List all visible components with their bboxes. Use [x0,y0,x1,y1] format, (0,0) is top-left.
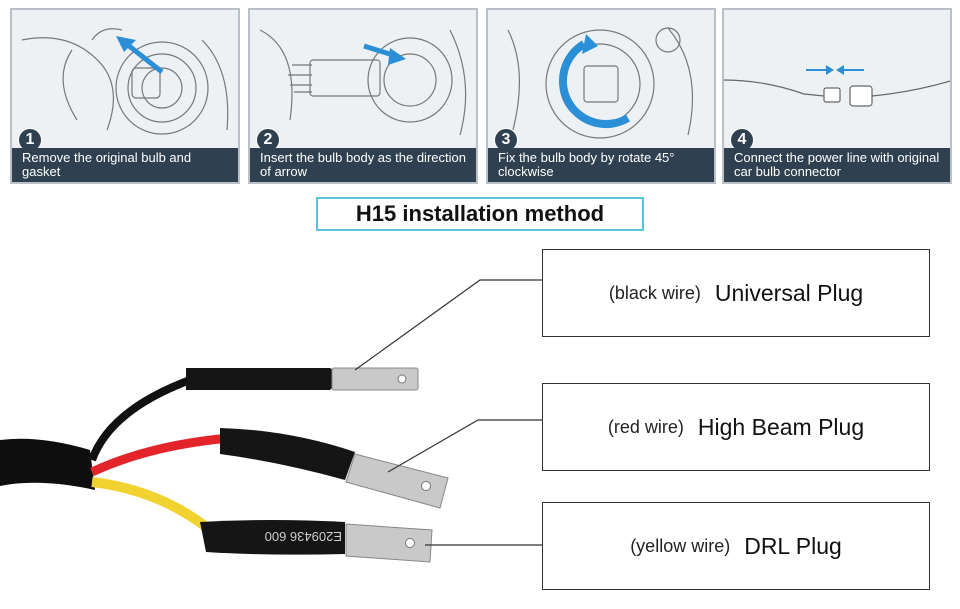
plug-name-label: DRL Plug [744,532,842,559]
red-plug-sleeve [220,428,355,480]
plug-name-label: Universal Plug [714,279,864,306]
step-panel-2: 2 Insert the bulb body as the direction … [248,8,478,184]
tube-marking: E209436 600 [265,529,342,544]
insert-bulb-illustration [259,29,467,136]
step-caption: Connect the power line with original car… [724,148,950,182]
leader-line-universal [354,279,542,371]
black-plug-sleeve [186,368,338,390]
connect-wire-illustration [724,65,950,107]
converging-arrows-icon [806,65,864,75]
yellow-wire [91,477,214,534]
arrow-icon [116,36,164,74]
black-wire [88,376,192,462]
yellow-plug-sleeve [200,520,345,555]
wire-harness-illustration: E209436 600 [0,279,542,563]
step-panel-3: 3 Fix the bulb body by rotate 45° clockw… [486,8,716,184]
label-drl-plug: (yellow wire) DRL Plug [542,502,930,590]
step-caption: Remove the original bulb and gasket [12,148,238,182]
remove-bulb-illustration [21,28,229,135]
arrow-icon [363,43,406,65]
high-beam-plug-terminal [345,453,449,509]
rotate-clockwise-icon [558,34,631,129]
wire-color-label: (yellow wire) [630,535,731,556]
wire-color-label: (red wire) [607,416,684,437]
step-panel-1: 1 Remove the original bulb and gasket [10,8,240,184]
section-title: H15 installation method [316,197,644,231]
wire-color-label: (black wire) [608,282,701,303]
leader-line-high-beam [387,419,542,473]
red-wire [90,433,231,477]
label-universal-plug: (black wire) Universal Plug [542,249,930,337]
label-high-beam-plug: (red wire) High Beam Plug [542,383,930,471]
step-panel-4: 4 Connect the power line with original c… [722,8,952,184]
plug-name-label: High Beam Plug [697,413,865,440]
step-caption: Fix the bulb body by rotate 45° clockwis… [488,148,714,182]
step-caption: Insert the bulb body as the direction of… [250,148,476,182]
main-cable-sleeve [0,438,95,490]
drl-plug-terminal [345,523,433,563]
universal-plug-terminal [331,367,419,391]
rotate-bulb-illustration [507,27,694,139]
